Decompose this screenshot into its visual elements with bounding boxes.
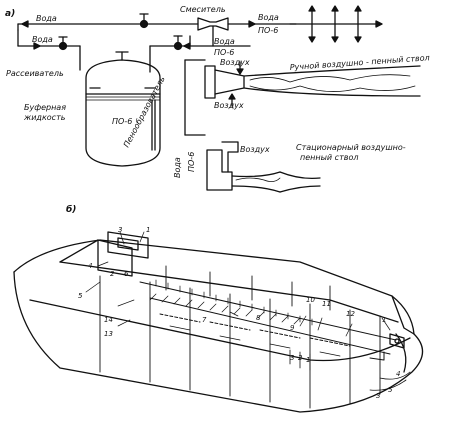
callout-14: 14 xyxy=(104,316,113,324)
ship-superstructure xyxy=(59,231,149,277)
label-water-top-left: Вода xyxy=(36,14,57,23)
stationary-foam-nozzle xyxy=(206,141,321,193)
label-water-top-right: Вода xyxy=(258,13,279,22)
callout-7: 7 xyxy=(202,316,207,324)
bow-hatch xyxy=(389,333,405,349)
label-stationary-2: пенный ствол xyxy=(300,153,358,162)
callout-2: 2 xyxy=(110,270,115,278)
panel-a-labels: Вода Смеситель Вода ПО-6 Вода Вода ПО-6 … xyxy=(6,5,430,178)
foam-tank xyxy=(85,51,161,167)
callout-4-bow: 4 xyxy=(396,370,400,378)
tanker-hull xyxy=(13,239,424,413)
deck-foam-pipelines xyxy=(139,279,397,371)
label-mixer: Смеситель xyxy=(180,5,226,14)
callout-1-mid: 1 xyxy=(306,356,310,364)
callout-11: 11 xyxy=(322,300,331,308)
callout-1-bow: 1 xyxy=(382,316,386,324)
panel-b-tag: б) xyxy=(66,204,76,215)
callout-5-bow: 5 xyxy=(388,386,393,394)
label-po6-mid: ПО-6 xyxy=(214,48,234,57)
tank-feed-pipe xyxy=(17,29,81,71)
callout-10: 10 xyxy=(306,296,315,304)
callout-6: 6 xyxy=(124,270,129,278)
label-buffer-2: жидкость xyxy=(23,113,66,122)
label-diffuser: Рассеиватель xyxy=(6,69,64,78)
callout-2-mid: 2 xyxy=(298,354,303,362)
distribution-arrows xyxy=(289,5,383,43)
label-water-vertical: Вода xyxy=(173,157,182,178)
callout-5: 5 xyxy=(78,292,83,300)
callout-9: 9 xyxy=(290,324,295,332)
callout-3-top: 3 xyxy=(118,226,122,234)
label-po6-vertical: ПО-6 xyxy=(187,152,196,172)
panel-b-numbers: 3 1 4 2 6 5 14 13 7 8 9 10 11 12 1 3 2 1… xyxy=(78,226,400,400)
callout-12: 12 xyxy=(346,310,355,318)
label-stationary-1: Стационарный воздушно- xyxy=(296,143,406,152)
label-water-left-branch: Вода xyxy=(32,35,53,44)
label-water-mid: Вода xyxy=(214,37,235,46)
hand-foam-nozzle xyxy=(204,61,421,107)
callout-13: 13 xyxy=(104,330,113,338)
callout-3-bow: 3 xyxy=(376,392,380,400)
callout-1-top: 1 xyxy=(146,226,150,234)
mixer-device xyxy=(197,17,229,41)
valve-main xyxy=(139,13,149,29)
water-main-pipe xyxy=(17,20,381,31)
label-buffer-1: Буферная xyxy=(24,103,66,112)
label-air-upper: Воздух xyxy=(220,58,250,67)
label-air-lower: Воздух xyxy=(214,101,244,110)
label-tank-po6: ПО-6 xyxy=(112,117,132,126)
callout-4: 4 xyxy=(88,262,92,270)
mixer-outlet-pipe xyxy=(149,35,251,136)
callout-8: 8 xyxy=(256,314,261,322)
label-air-stationary: Воздух xyxy=(240,145,270,154)
panel-a-tag: а) xyxy=(5,9,15,19)
callout-3-mid: 3 xyxy=(290,354,294,362)
label-po6-top: ПО-6 xyxy=(258,26,278,35)
leader-lines xyxy=(85,231,391,337)
